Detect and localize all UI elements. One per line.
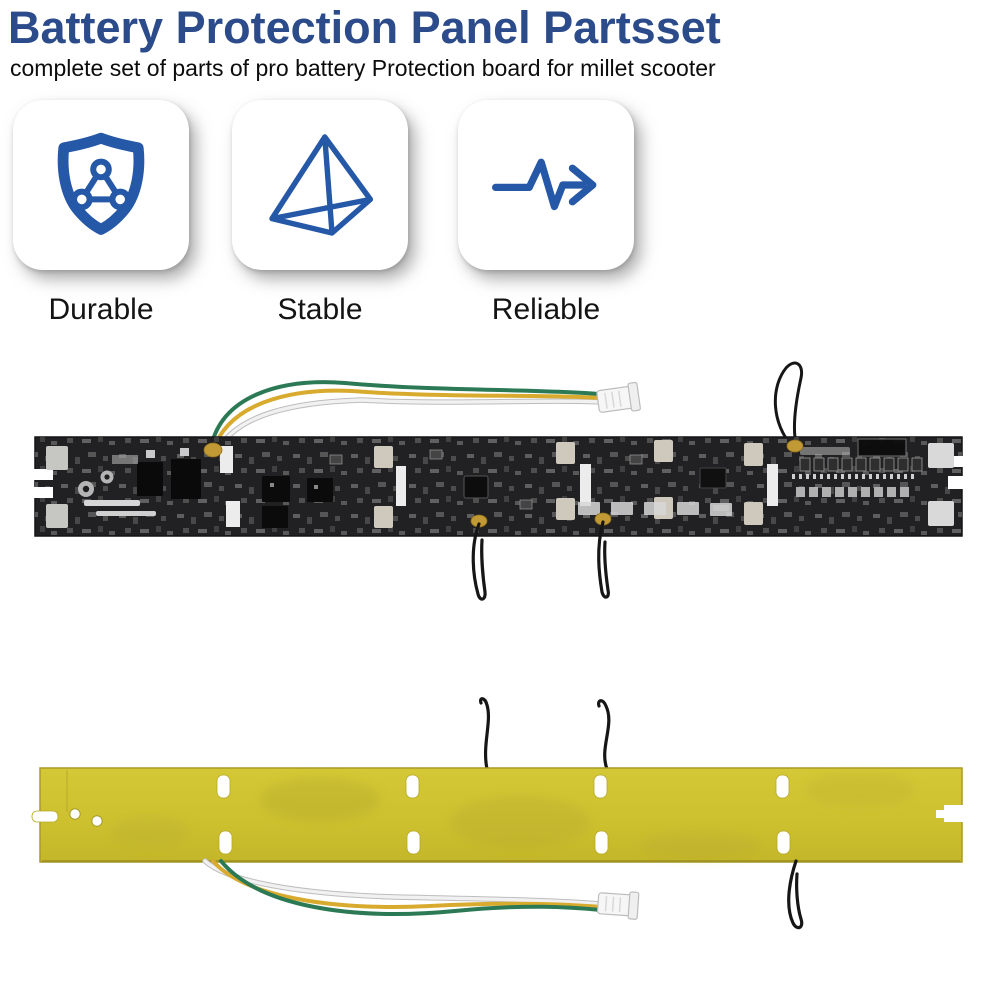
right-edge-notch-inner (936, 810, 946, 818)
feature-label-reliable: Reliable (491, 293, 601, 326)
feature-durable: Durable (13, 100, 189, 327)
balance-wire-bundle-front (209, 380, 604, 457)
solder-blobs-front (203, 439, 804, 528)
pulse-arrow-icon (492, 158, 597, 211)
front-mid-components (262, 449, 729, 528)
right-edge-notch (944, 805, 964, 822)
page-title: Battery Protection Panel Partsset (8, 2, 721, 53)
jst-connector-front (596, 381, 641, 413)
page-subtitle: complete set of parts of pro battery Pro… (10, 55, 716, 81)
mounting-slots (216, 774, 791, 855)
feature-card-reliable (458, 100, 634, 270)
feature-card-durable (13, 100, 189, 270)
balance-wire-bundle-back (202, 858, 603, 916)
shield-network-icon (57, 132, 145, 235)
thermistor-wires-hanging (471, 520, 610, 601)
feature-label-stable: Stable (277, 293, 363, 326)
feature-label-durable: Durable (48, 293, 154, 326)
front-right-components (578, 438, 923, 516)
cell-solder-pads (46, 440, 954, 528)
front-left-components (78, 448, 201, 516)
thermistor-wire-down-back (787, 859, 804, 930)
tetrahedron-icon (269, 134, 374, 236)
back-board-mottle (110, 772, 915, 859)
left-edge-slot (31, 810, 59, 823)
thermistor-wire-top-right (773, 361, 804, 448)
feature-card-stable (232, 100, 408, 270)
solder-mask-bars (220, 446, 778, 527)
hole-left-2 (91, 815, 103, 827)
jst-connector-back (596, 891, 640, 920)
feature-stable: Stable (232, 100, 408, 327)
thermistor-wires-up-back (479, 697, 611, 771)
bms-board-back-photo (31, 697, 964, 930)
hole-left-1 (69, 808, 81, 820)
bms-board-front-photo (29, 361, 964, 601)
feature-reliable: Reliable (458, 100, 634, 327)
